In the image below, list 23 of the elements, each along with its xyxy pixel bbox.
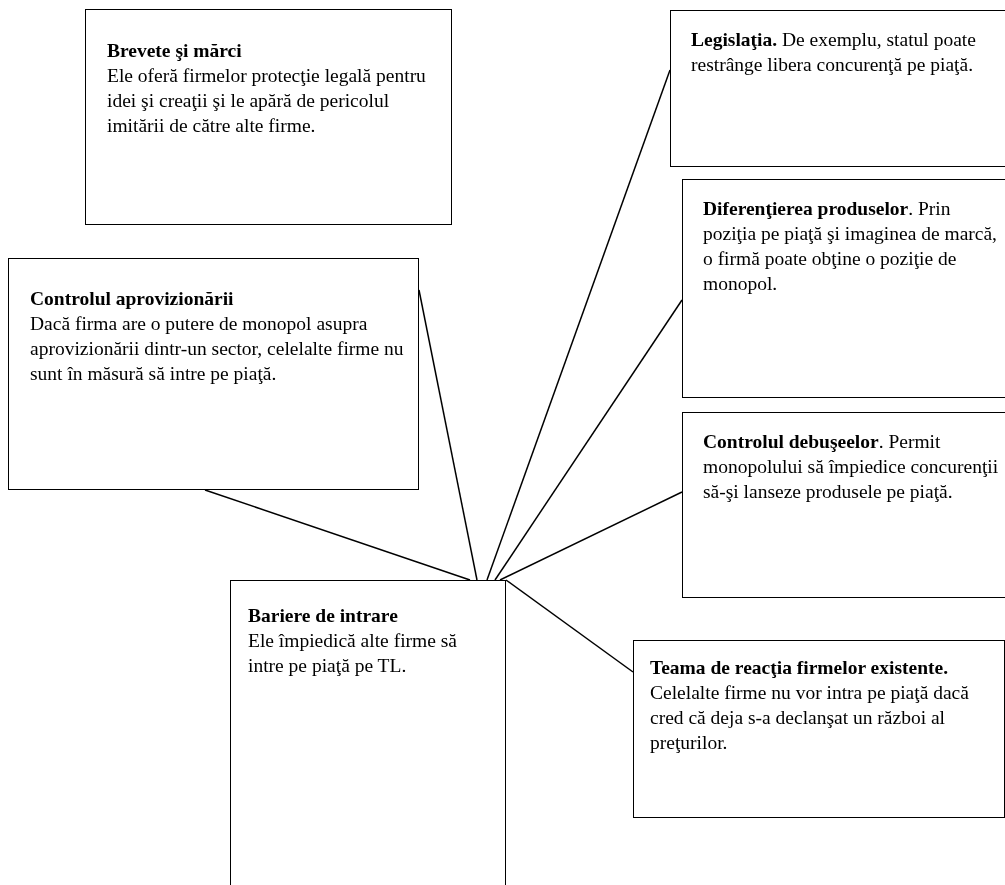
text-box	[682, 412, 1005, 598]
text-box	[85, 9, 452, 225]
connector-line	[204, 489, 471, 581]
box-text: Ele oferă firmelor protecţie legală pentru idei şi creaţii şi le apără de pericolul imitării de către alte firme.	[107, 64, 427, 138]
box-text: Dacă firma are o putere de monopol asupra aprovizionării dintr-un sector, celelalte firme nu sunt în măsură să intre pe piaţă.	[30, 312, 405, 386]
connector-line	[494, 299, 683, 581]
box-heading: Controlul aprovizionării	[30, 287, 235, 311]
box-heading: Brevete şi mărci	[107, 39, 243, 63]
text-box	[230, 580, 506, 885]
connector-line	[486, 69, 671, 581]
box-text: Ele împiedică alte firme să intre pe piaţă pe TL.	[248, 629, 458, 678]
box-text: Legislaţia. De exemplu, statul poate restrânge libera concurenţă pe piaţă.	[691, 28, 977, 77]
text-box	[670, 10, 1005, 167]
connector-line	[505, 579, 634, 673]
text-box	[8, 258, 419, 490]
box-text: Diferenţierea produselor. Prin poziţia pe piaţă şi imaginea de marcă, o firmă poate obţine o poziţie de monopol.	[703, 197, 998, 296]
connector-line	[499, 491, 683, 581]
box-text: Teama de reacţia firmelor existente. Celelalte firme nu vor intra pe piaţă dacă cred că deja s-a declanşat un război al preţurilor.	[650, 656, 970, 755]
box-text: Controlul debuşeelor. Permit monopolului să împiedice concurenţii să-şi lanseze produsele pe piaţă.	[703, 430, 1000, 504]
box-heading: Bariere de intrare	[248, 604, 399, 628]
text-box	[682, 179, 1005, 398]
text-box	[633, 640, 1005, 818]
connector-line	[418, 289, 478, 581]
